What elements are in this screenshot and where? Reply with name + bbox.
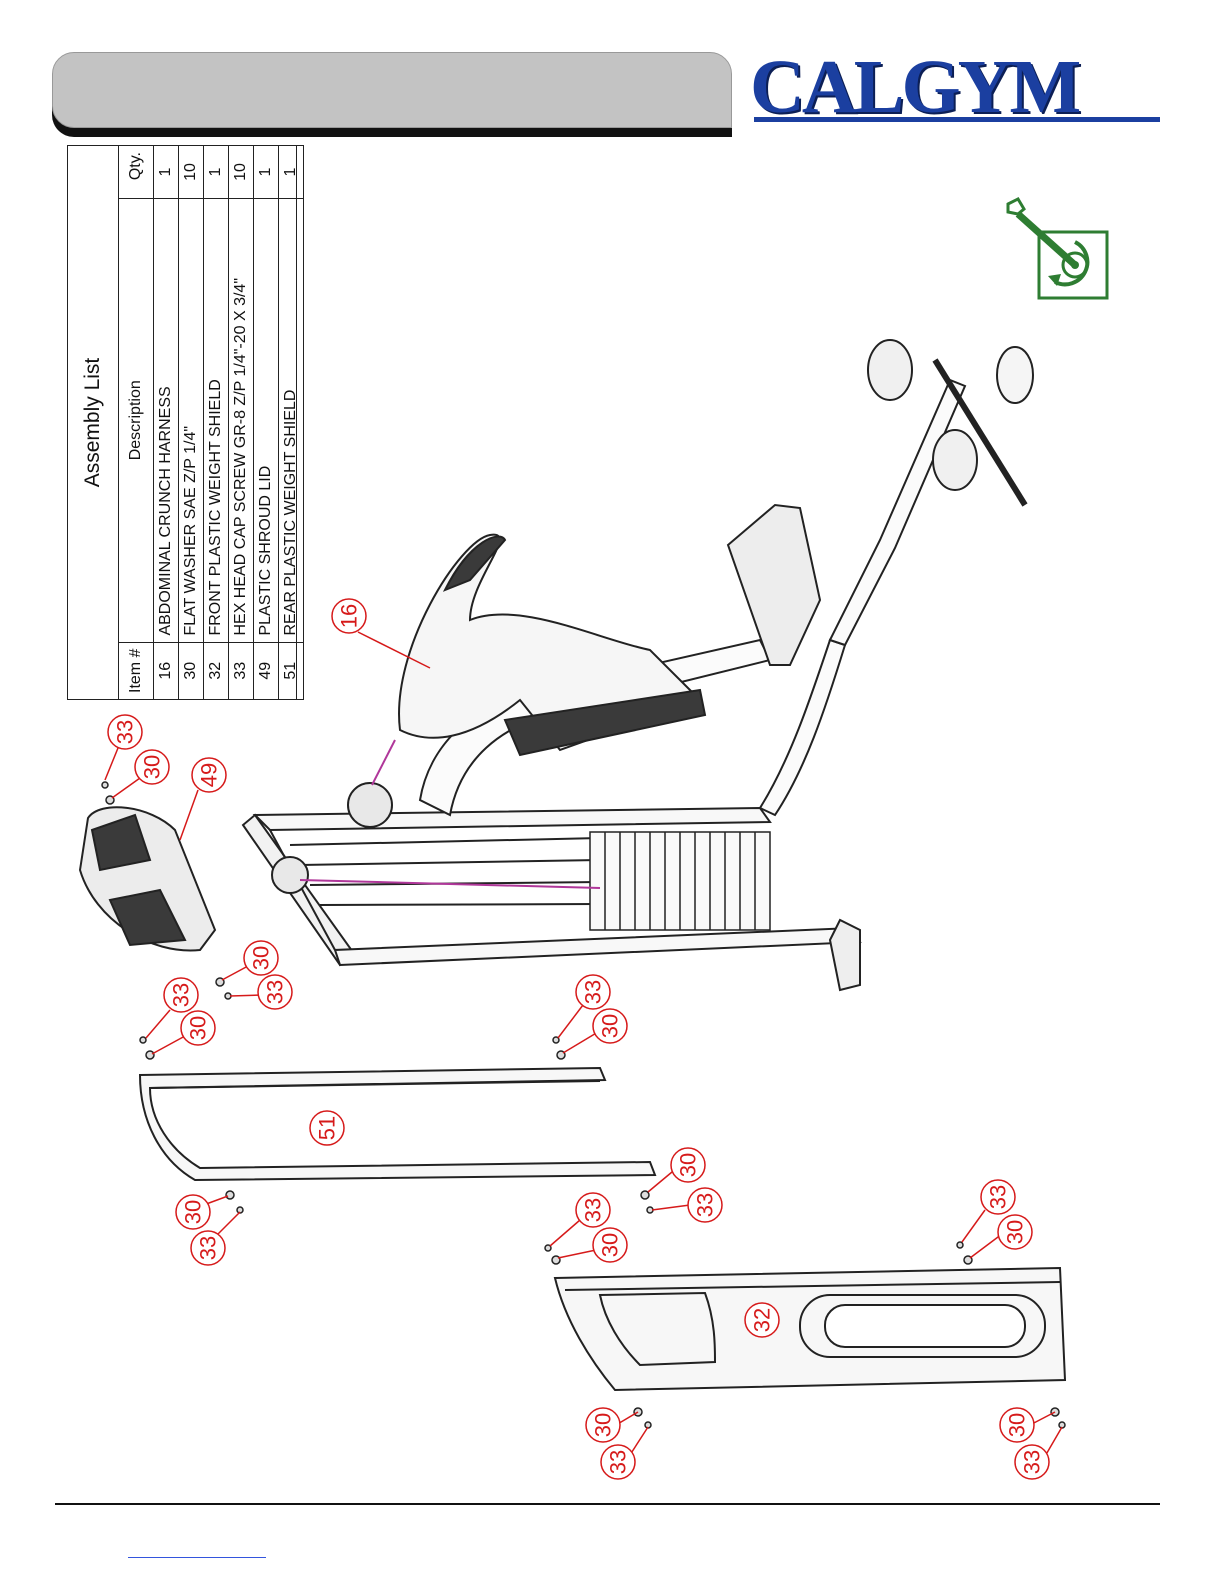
- callout-33: 33: [606, 1450, 631, 1474]
- header-bar: [52, 52, 732, 128]
- callout-30: 30: [249, 946, 274, 970]
- callout-33: 33: [113, 720, 138, 744]
- footer-link-underline[interactable]: [128, 1557, 266, 1558]
- callout-33: 33: [581, 1198, 606, 1222]
- callout-30: 30: [676, 1153, 701, 1177]
- callout-30: 30: [1003, 1220, 1028, 1244]
- callout-33: 33: [693, 1193, 718, 1217]
- callout-30: 30: [598, 1014, 623, 1038]
- logo-underline: [754, 117, 1160, 122]
- callout-32: 32: [750, 1308, 775, 1332]
- callout-30: 30: [591, 1413, 616, 1437]
- callout-33: 33: [986, 1185, 1011, 1209]
- callout-16: 16: [337, 604, 362, 628]
- callout-30: 30: [140, 755, 165, 779]
- logo-text: CALGYM: [750, 45, 1081, 129]
- abdominal-crunch-harness: [398, 533, 707, 757]
- callout-33: 33: [1020, 1450, 1045, 1474]
- rear-plastic-weight-shield: [138, 1066, 657, 1182]
- footer-divider: [55, 1503, 1160, 1505]
- callout-30: 30: [181, 1200, 206, 1224]
- front-plastic-weight-shield: [553, 1266, 1067, 1392]
- callout-30: 30: [1005, 1413, 1030, 1437]
- callouts: [104, 598, 1063, 1480]
- machine-frame: [241, 339, 1034, 992]
- calgym-logo: CALGYM: [750, 44, 1170, 130]
- callout-labels: 16 33 30 49 30 33 33 30 33 30 51 30 33 3…: [113, 604, 1045, 1474]
- wrench-torque-icon: [1006, 197, 1109, 300]
- callout-33: 33: [169, 983, 194, 1007]
- callout-30: 30: [598, 1233, 623, 1257]
- callout-51: 51: [315, 1116, 340, 1140]
- callout-33: 33: [581, 980, 606, 1004]
- callout-30: 30: [186, 1016, 211, 1040]
- callout-49: 49: [197, 763, 222, 787]
- plastic-shroud-lid: [78, 806, 217, 952]
- assembly-list-frame: [67, 145, 297, 700]
- callout-33: 33: [196, 1236, 221, 1260]
- callout-33: 33: [263, 980, 288, 1004]
